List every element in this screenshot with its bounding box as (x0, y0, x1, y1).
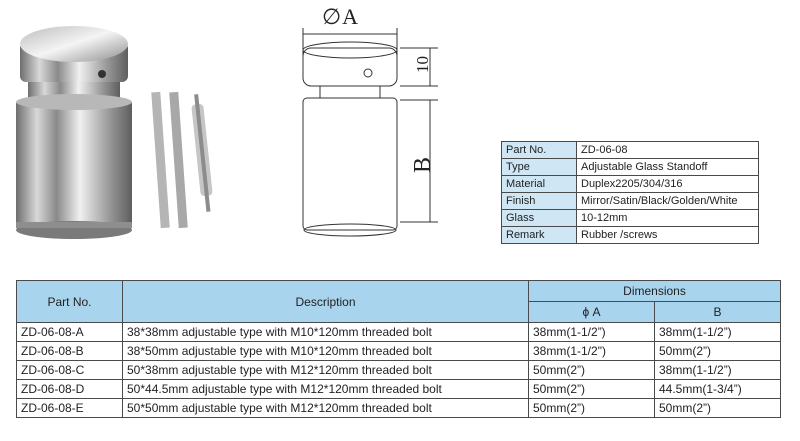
table-row: ZD-06-08-E 50*50mm adjustable type with … (16, 398, 782, 418)
cell-b: 38mm(1-1/2”) (653, 322, 782, 342)
standoff-neck (16, 78, 132, 110)
spec-row: Part No.ZD-06-08 (501, 141, 759, 159)
cell-phi-a: 50mm(2”) (528, 379, 655, 399)
cell-phi-a: 38mm(1-1/2") (528, 341, 655, 361)
label-height-10: 10 (413, 56, 432, 73)
cell-b: 50mm(2”) (653, 398, 782, 418)
header-part-no: Part No. (16, 280, 123, 323)
cell-description: 38*50mm adjustable type with M10*120mm t… (122, 341, 529, 361)
header-b: B (653, 301, 782, 323)
cell-phi-a: 38mm(1-1/2”) (528, 322, 655, 342)
cell-description: 50*38mm adjustable type with M12*120mm t… (122, 360, 529, 380)
spec-value: 10-12mm (576, 209, 759, 227)
cell-description: 50*50mm adjustable type with M12*120mm t… (122, 398, 529, 418)
cell-description: 50*44.5mm adjustable type with M12*120mm… (122, 379, 529, 399)
cell-phi-a: 50mm(2”) (528, 398, 655, 418)
table-row: ZD-06-08-A 38*38mm adjustable type with … (16, 322, 782, 342)
drawing-cap (302, 47, 398, 87)
label-diameter-a: ∅A (322, 4, 360, 29)
cell-description: 38*38mm adjustable type with M10*120mm t… (122, 322, 529, 342)
spec-key: Remark (501, 226, 577, 244)
table-row: ZD-06-08-B 38*50mm adjustable type with … (16, 341, 782, 361)
cell-part-no: ZD-06-08-A (16, 322, 123, 342)
spec-key: Part No. (501, 141, 577, 159)
standoff-body (16, 100, 132, 239)
cell-b: 44.5mm(1-3/4”) (653, 379, 782, 399)
spec-value: Duplex2205/304/316 (576, 175, 759, 193)
spec-key: Type (501, 158, 577, 176)
cell-part-no: ZD-06-08-B (16, 341, 123, 361)
cell-phi-a: 50mm(2”) (528, 360, 655, 380)
table-row: ZD-06-08-C 50*38mm adjustable type with … (16, 360, 782, 380)
spec-value: ZD-06-08 (576, 141, 759, 159)
header-dimensions: Dimensions (527, 280, 782, 302)
dimensions-table: Part No. Description Dimensions ϕ A B ZD… (16, 280, 782, 418)
threaded-bolts (151, 91, 213, 229)
label-height-b: B (410, 156, 436, 173)
cell-part-no: ZD-06-08-E (16, 398, 123, 418)
cell-part-no: ZD-06-08-D (16, 379, 123, 399)
technical-drawing (302, 28, 438, 237)
spec-value: Rubber /screws (576, 226, 759, 244)
product-photo (16, 26, 213, 239)
spec-key: Material (501, 175, 577, 193)
standoff-cap (20, 26, 128, 82)
spec-key: Glass (501, 209, 577, 227)
spec-value: Adjustable Glass Standoff (576, 158, 759, 176)
cell-part-no: ZD-06-08-C (16, 360, 123, 380)
drawing-body (302, 97, 398, 231)
header-description: Description (122, 280, 529, 323)
cell-b: 38mm(1-1/2”) (653, 360, 782, 380)
spec-value: Mirror/Satin/Black/Golden/White (576, 192, 759, 210)
cell-b: 50mm(2”) (653, 341, 782, 361)
table-row: ZD-06-08-D 50*44.5mm adjustable type wit… (16, 379, 782, 399)
header-phi-a: ϕ A (528, 301, 655, 323)
spec-key: Finish (501, 192, 577, 210)
